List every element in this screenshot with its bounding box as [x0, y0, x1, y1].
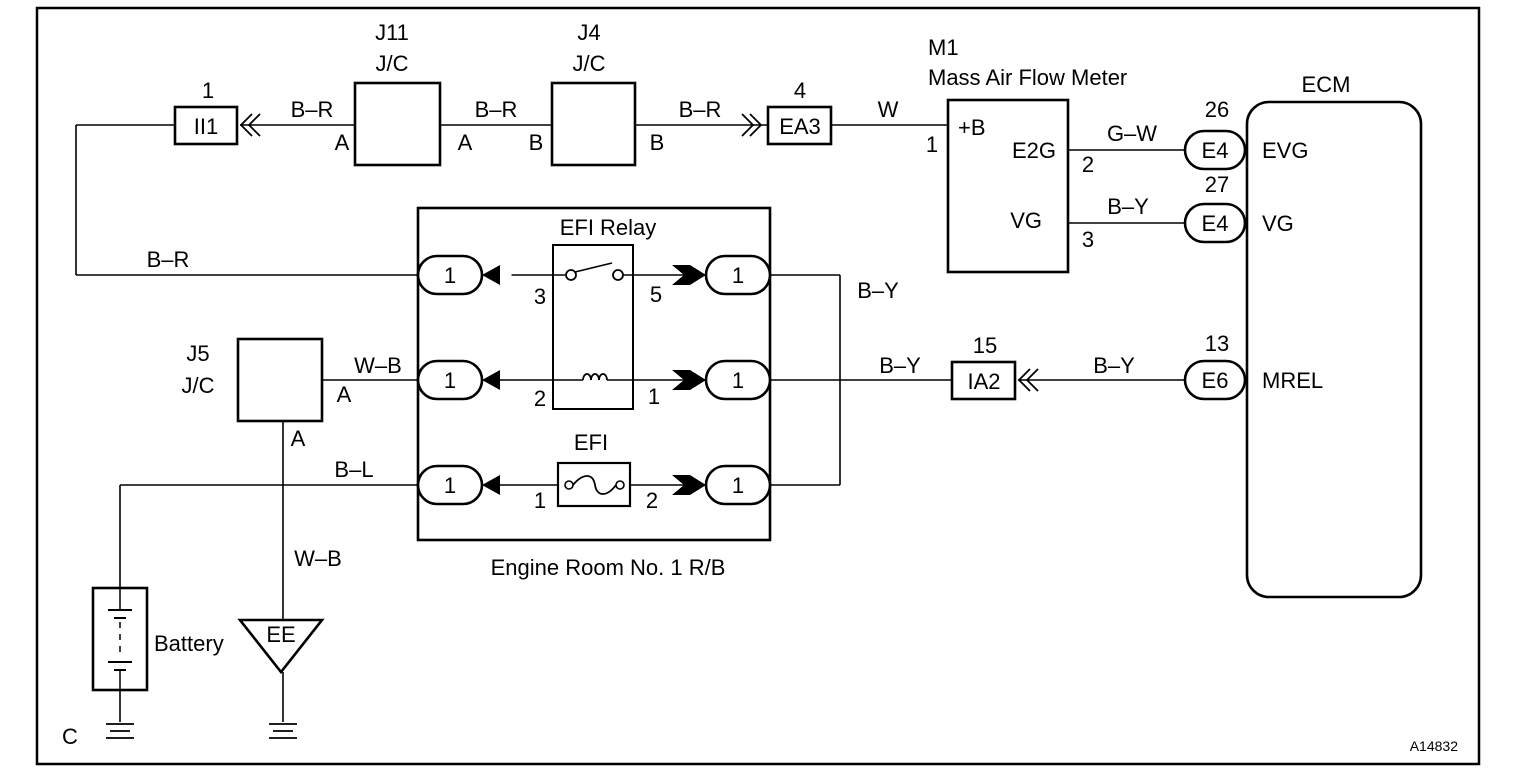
terminal-left-1: 1 [444, 263, 456, 288]
right-terminals: 1 1 1 [672, 254, 772, 506]
terminal-left-3: 1 [444, 473, 456, 498]
efi-fuse: EFI [500, 430, 700, 508]
wire-label-ground: W–B [294, 546, 342, 571]
connector-e4-vg-label: E4 [1202, 211, 1229, 236]
connector-ia2: 15 IA2 [950, 333, 1039, 401]
junction-j5-type: J/C [182, 373, 215, 398]
connector-e6: 13 E6 [1183, 331, 1247, 401]
junction-j4-type: J/C [573, 51, 606, 76]
efi-fuse-name: EFI [574, 430, 608, 455]
junction-j11-pin-right: A [458, 130, 473, 155]
connector-e4-evg: 26 E4 [1183, 97, 1247, 171]
battery: Battery [91, 586, 224, 692]
mass-air-flow-meter: M1 Mass Air Flow Meter +B E2G VG 1 2 3 [926, 35, 1127, 274]
ground-symbol-ee [269, 723, 297, 739]
ecm-pin-mrel: MREL [1262, 368, 1323, 393]
ground-symbol-battery [106, 723, 134, 739]
connector-ea3: 4 EA3 [741, 78, 833, 146]
wire-label-relay-out: B–Y [857, 278, 899, 303]
wire-label-coil-ia2: B–Y [879, 353, 921, 378]
figure-id: A14832 [1410, 738, 1458, 754]
ground-ee: EE [237, 618, 325, 675]
connector-ii1: 1 II1 [173, 78, 261, 146]
connector-e4-evg-label: E4 [1202, 138, 1229, 163]
maf-pin-e2g: E2G [1012, 138, 1056, 163]
terminal-right-1: 1 [732, 263, 744, 288]
wire-label-vg: B–Y [1107, 194, 1149, 219]
wire-label-j4-ea3: B–R [679, 97, 722, 122]
battery-label: Battery [154, 631, 224, 656]
junction-j11-pin-left: A [335, 130, 350, 155]
connector-e4-vg-pin: 27 [1205, 172, 1229, 197]
relay-pin-5: 5 [650, 282, 662, 307]
coil-pin-2: 2 [534, 386, 546, 411]
relay-box: Engine Room No. 1 R/B EFI Relay EFI [416, 206, 772, 580]
left-terminals: 1 1 1 [416, 254, 512, 506]
terminal-right-2: 1 [732, 368, 744, 393]
ecm-name: ECM [1302, 72, 1351, 97]
wire-labels: B–R B–R B–R W G–W B–Y B–R B–Y W–B B–Y B–… [147, 97, 1158, 571]
ecm-pin-evg: EVG [1262, 138, 1308, 163]
coil-pin-1: 1 [648, 384, 660, 409]
junction-j5: J5 J/C A A [182, 337, 352, 451]
maf-id: M1 [928, 35, 959, 60]
junction-j4-pin-right: B [650, 130, 665, 155]
fuse-pin-2: 2 [646, 488, 658, 513]
junction-j5-pin-bottom: A [291, 426, 306, 451]
ground-c-label: C [62, 724, 78, 749]
maf-num-vg: 3 [1082, 227, 1094, 252]
ecm: ECM EVG VG MREL [1245, 72, 1423, 599]
junction-j5-id: J5 [186, 341, 209, 366]
maf-num-b: 1 [926, 132, 938, 157]
connector-e4-vg: 27 E4 [1183, 172, 1247, 244]
relay-box-name: Engine Room No. 1 R/B [491, 555, 726, 580]
ecm-pin-vg: VG [1262, 211, 1294, 236]
wire-label-ia2-ecm: B–Y [1093, 353, 1135, 378]
wire-label-j11-j4: B–R [475, 97, 518, 122]
wire-label-j5-coil: W–B [354, 353, 402, 378]
maf-name: Mass Air Flow Meter [928, 65, 1127, 90]
junction-j11: J11 J/C A A [335, 20, 473, 167]
junction-j5-pin-right: A [337, 382, 352, 407]
junction-j4-pin-left: B [529, 130, 544, 155]
efi-relay-name: EFI Relay [560, 215, 657, 240]
connector-e4-evg-pin: 26 [1205, 97, 1229, 122]
connector-ea3-pin: 4 [794, 78, 806, 103]
connector-ii1-label: II1 [194, 114, 218, 139]
wire-label-e2g: G–W [1107, 121, 1157, 146]
diagram-frame [35, 6, 1481, 766]
wire-label-ii1-j11: B–R [291, 97, 334, 122]
connector-ia2-pin: 15 [973, 333, 997, 358]
wire-label-ea3-m1: W [878, 97, 899, 122]
terminal-right-3: 1 [732, 473, 744, 498]
connector-e6-label: E6 [1202, 368, 1229, 393]
maf-pin-b: +B [958, 115, 986, 140]
connector-e6-pin: 13 [1205, 331, 1229, 356]
ground-ee-label: EE [266, 622, 295, 647]
junction-j11-type: J/C [376, 51, 409, 76]
maf-num-e2g: 2 [1082, 152, 1094, 177]
terminal-left-2: 1 [444, 368, 456, 393]
connector-ia2-label: IA2 [967, 369, 1000, 394]
connector-ea3-label: EA3 [779, 114, 821, 139]
relay-pin-3: 3 [534, 284, 546, 309]
junction-j4-id: J4 [577, 20, 600, 45]
fuse-pin-1: 1 [534, 488, 546, 513]
wire-label-battery: B–L [334, 457, 373, 482]
maf-pin-vg: VG [1010, 208, 1042, 233]
wire-label-relay-in: B–R [147, 247, 190, 272]
connector-ii1-pin: 1 [202, 78, 214, 103]
junction-j11-id: J11 [375, 20, 409, 45]
junction-j4: J4 J/C B B [529, 20, 665, 167]
